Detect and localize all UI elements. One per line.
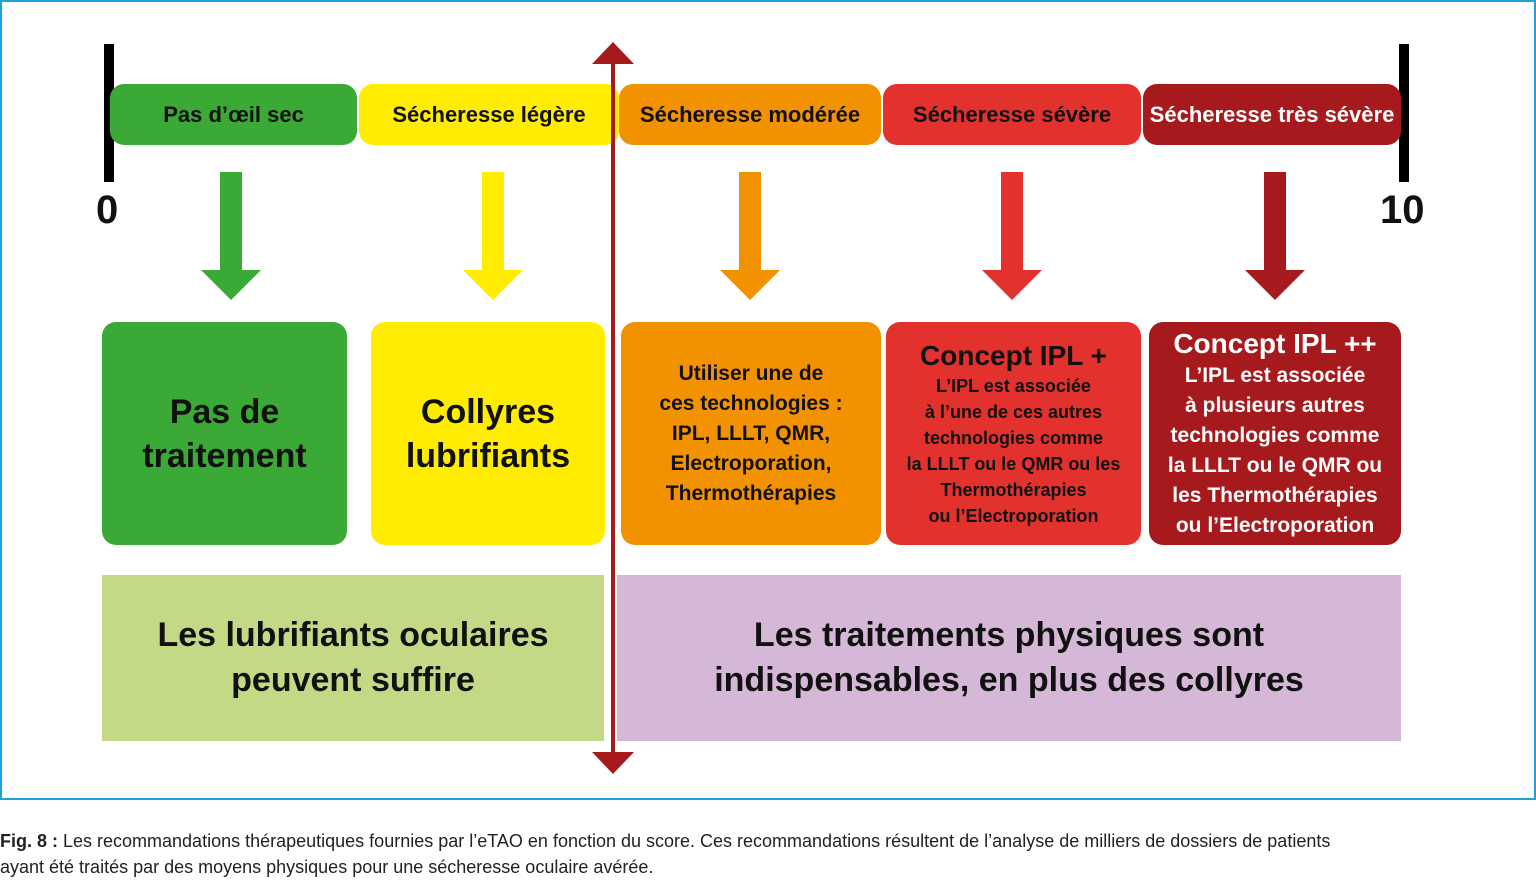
segment-very-severe: Sécheresse très sévère	[1143, 84, 1401, 145]
scale-end-tick	[1399, 44, 1409, 182]
box-line: Collyres	[420, 392, 556, 431]
box-line: Pas de	[169, 392, 280, 431]
divider-double-arrow-icon	[592, 42, 634, 774]
box-line: Thermothérapies	[665, 481, 837, 505]
segment-label: Sécheresse légère	[392, 101, 586, 127]
caption-line-1: Fig. 8 : Les recommandations thérapeutiq…	[0, 828, 1536, 854]
segment-label: Sécheresse sévère	[912, 101, 1112, 127]
segment-label: Pas d’œil sec	[163, 101, 304, 127]
scale-start-tick	[104, 44, 114, 182]
figure-frame: 0 10 Pas d’œil sec Sécheresse légère Séc…	[0, 0, 1536, 800]
down-arrow-icon	[720, 172, 780, 300]
box-line: ou l’Electroporation	[928, 505, 1099, 526]
down-arrow-icon	[201, 172, 261, 300]
box-line: traitement	[142, 436, 307, 475]
down-arrow-icon	[982, 172, 1042, 300]
box-line: ou l’Electroporation	[1175, 513, 1375, 537]
box-line: la LLLT ou le QMR ou	[1167, 453, 1383, 477]
box-line: Utiliser une de	[678, 361, 824, 385]
box-line: technologies comme	[923, 427, 1104, 448]
box-line: les Thermothérapies	[1172, 483, 1378, 507]
box-title: Concept IPL +	[920, 339, 1107, 371]
band-line: peuvent suffire	[231, 661, 475, 699]
segment-label: Sécheresse modérée	[639, 101, 861, 127]
band-line: indispensables, en plus des collyres	[714, 661, 1304, 699]
box-line: L’IPL est associée	[936, 375, 1091, 396]
box-line: L’IPL est associée	[1184, 363, 1366, 387]
box-line: la LLLT ou le QMR ou les	[906, 453, 1121, 474]
box-concept-ipl-plus-plus: Concept IPL ++ L’IPL est associée à plus…	[1149, 322, 1401, 545]
box-concept-ipl-plus: Concept IPL + L’IPL est associée à l’une…	[886, 322, 1141, 545]
box-line: technologies comme	[1170, 423, 1380, 447]
box-no-treatment: Pas de traitement	[102, 322, 347, 545]
box-line: Electroporation,	[670, 451, 832, 475]
down-arrow-icon	[1245, 172, 1305, 300]
band-lubricants: Les lubrifiants oculaires peuvent suffir…	[102, 575, 604, 741]
down-arrow-icon	[463, 172, 523, 300]
scale-max-label: 10	[1380, 188, 1425, 232]
box-line: lubrifiants	[405, 436, 571, 475]
box-title: Concept IPL ++	[1173, 327, 1377, 359]
caption-text: Les recommandations thérapeutiques fourn…	[58, 831, 1331, 851]
box-line: à l’une de ces autres	[924, 401, 1103, 422]
band-line: Les traitements physiques sont	[753, 616, 1265, 654]
caption-label: Fig. 8 :	[0, 831, 58, 851]
segment-moderate: Sécheresse modérée	[619, 84, 881, 145]
segment-label: Sécheresse très sévère	[1149, 101, 1395, 127]
segment-mild: Sécheresse légère	[359, 84, 619, 145]
segment-severe: Sécheresse sévère	[883, 84, 1141, 145]
box-line: ces technologies :	[659, 391, 843, 415]
box-line: Thermothérapies	[940, 479, 1087, 500]
figure-caption: Fig. 8 : Les recommandations thérapeutiq…	[0, 828, 1536, 880]
box-lubricant-drops: Collyres lubrifiants	[371, 322, 605, 545]
segment-no-dry-eye: Pas d’œil sec	[110, 84, 357, 145]
caption-line-2: ayant été traités par des moyens physiqu…	[0, 857, 654, 877]
box-line: à plusieurs autres	[1185, 393, 1365, 417]
box-technologies: Utiliser une de ces technologies : IPL, …	[621, 322, 881, 545]
band-line: Les lubrifiants oculaires	[157, 616, 549, 654]
band-physical-treatments: Les traitements physiques sont indispens…	[617, 575, 1401, 741]
box-line: IPL, LLLT, QMR,	[671, 421, 831, 445]
scale-min-label: 0	[96, 188, 119, 232]
